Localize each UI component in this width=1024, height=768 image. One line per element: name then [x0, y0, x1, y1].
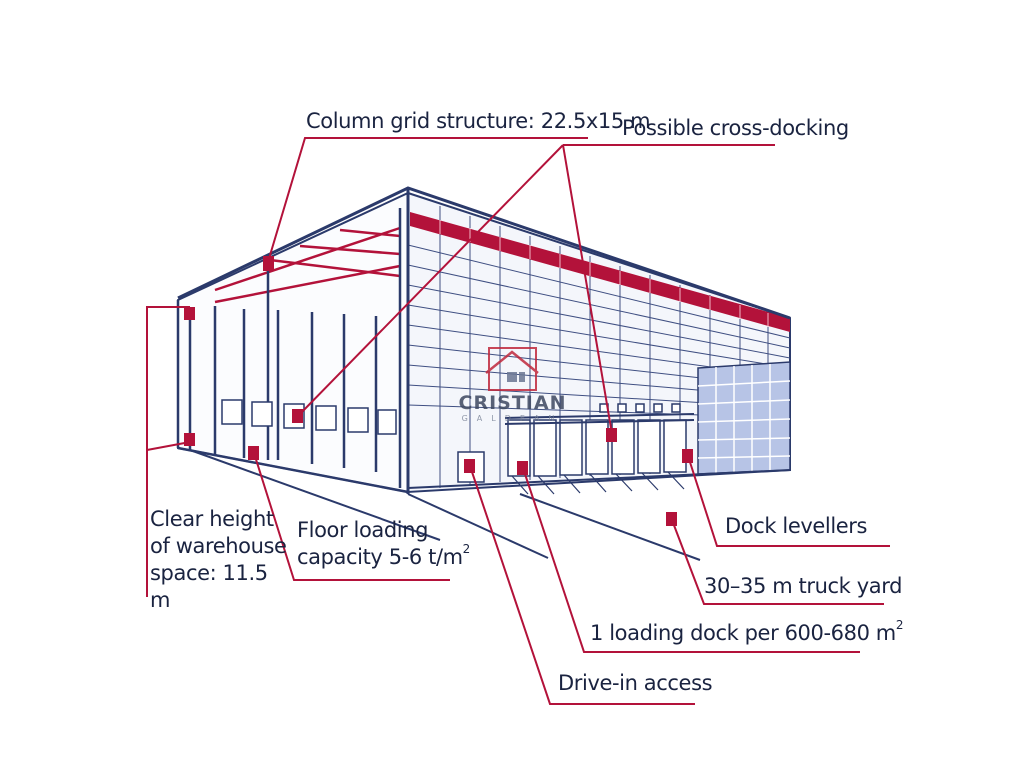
- leader-loading-dock: [522, 467, 860, 653]
- dock-canopy: [504, 413, 695, 425]
- label-clear-height-line2: of warehouse: [150, 534, 287, 558]
- interior-columns: [188, 208, 402, 488]
- office-block: [697, 361, 791, 475]
- label-clear-height-line3: space: 11.5 m: [150, 561, 268, 612]
- dock-doors: [507, 419, 687, 477]
- ground-lines: [189, 449, 791, 561]
- roof-band: [410, 212, 790, 332]
- label-clear-height: Clear height of warehouse space: 11.5 m: [150, 506, 290, 614]
- marker-cross-docking-inner: [292, 409, 303, 423]
- marker-clear-height-top: [184, 307, 195, 320]
- leader-column-grid: [267, 137, 588, 263]
- marker-truck-yard: [666, 512, 677, 526]
- label-floor-loading-line1: Floor loading: [297, 518, 429, 542]
- marker-floor-loading: [248, 446, 259, 460]
- leader-truck-yard: [671, 519, 884, 605]
- marker-loading-dock: [517, 461, 528, 475]
- label-floor-loading-power: 2: [462, 542, 471, 556]
- label-column-grid: Column grid structure: 22.5x15 m: [306, 109, 651, 133]
- label-loading-dock: 1 loading dock per 600-680 m2: [590, 618, 904, 647]
- callout-lines: [146, 137, 890, 705]
- leader-floor-loading: [253, 452, 450, 581]
- warehouse-building: [176, 186, 791, 561]
- leader-clear-height: [146, 306, 190, 597]
- interior-docks: [221, 399, 397, 435]
- leader-drive-in: [469, 465, 695, 705]
- marker-dock-levellers: [682, 449, 693, 463]
- label-truck-yard: 30–35 m truck yard: [704, 574, 903, 598]
- label-loading-dock-text: 1 loading dock per 600-680 m: [590, 621, 896, 645]
- label-drive-in: Drive-in access: [558, 671, 713, 695]
- watermark-logo: [485, 347, 539, 391]
- marker-clear-height-bottom: [184, 433, 195, 446]
- marker-drive-in: [464, 459, 475, 473]
- leader-dock-levellers: [687, 455, 890, 547]
- roof-trusses: [214, 226, 401, 304]
- marker-column-grid: [263, 256, 274, 271]
- marker-cross-docking-outer: [606, 428, 617, 442]
- label-floor-loading: Floor loading capacity 5-6 t/m2: [297, 517, 477, 571]
- label-clear-height-line1: Clear height: [150, 507, 274, 531]
- label-loading-dock-power: 2: [895, 618, 904, 632]
- label-dock-levellers: Dock levellers: [725, 514, 868, 538]
- drive-in-door: [457, 451, 485, 483]
- callout-markers: [184, 256, 693, 526]
- label-cross-docking: Possible cross-docking: [622, 116, 849, 140]
- label-floor-loading-line2: capacity 5-6 t/m2: [297, 542, 471, 569]
